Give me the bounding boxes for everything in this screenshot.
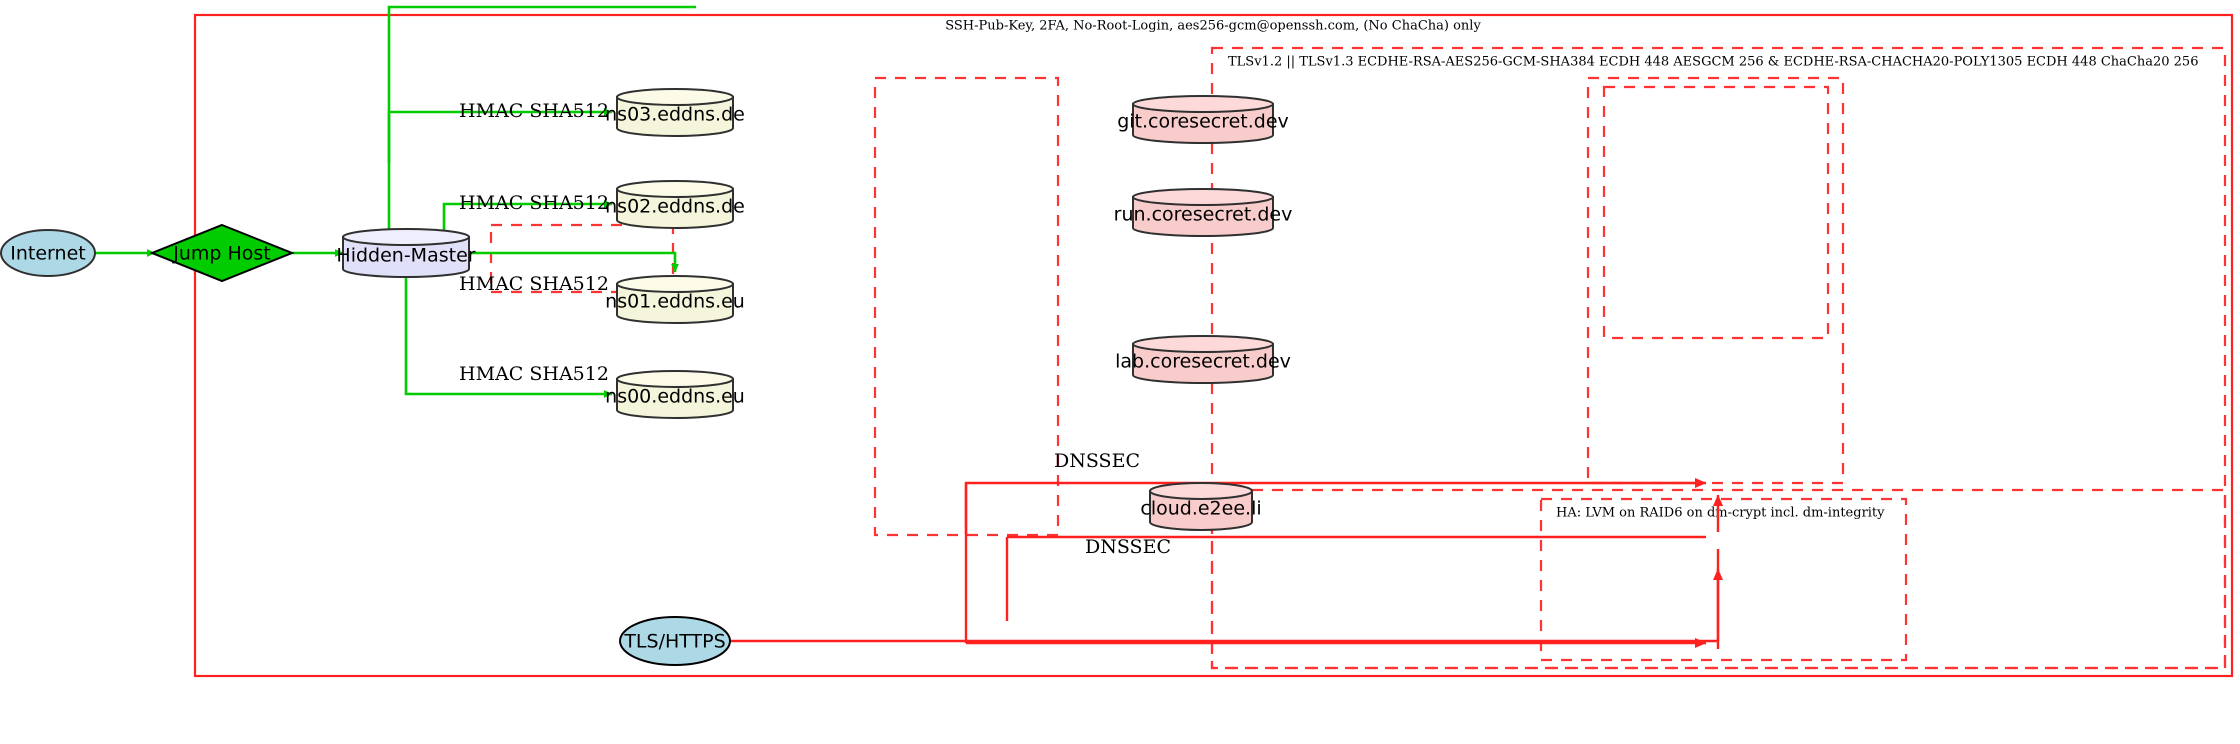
cluster-ssh: SSH-Pub-Key, 2FA, No-Root-Login, aes256-…	[193, 13, 2234, 678]
red-routing-lines	[723, 483, 1723, 649]
node-ns03-label: ns03.eddns.de	[605, 104, 745, 126]
edge-label-hmac-ns01: HMAC SHA512	[459, 273, 609, 295]
node-ns02[interactable]: ns02.eddns.de	[605, 180, 745, 229]
node-ns00-label: ns00.eddns.eu	[605, 386, 745, 408]
cluster-ha-label: HA: LVM on RAID6 on dm-crypt incl. dm-in…	[1556, 506, 1885, 521]
node-run-label: run.coresecret.dev	[1114, 204, 1293, 226]
node-cloud-label: cloud.e2ee.li	[1140, 498, 1261, 520]
edge-label-hmac-ns03: HMAC SHA512	[459, 100, 609, 122]
node-internet[interactable]: Internet	[0, 229, 96, 277]
node-git-label: git.coresecret.dev	[1117, 111, 1289, 133]
edge-master-ns01: HMAC SHA512	[459, 251, 679, 295]
edge-dnssec-ha: DNSSEC	[1085, 536, 1171, 558]
node-ns02-label: ns02.eddns.de	[605, 196, 745, 218]
node-internet-label: Internet	[10, 243, 85, 265]
cluster-dns	[873, 76, 1060, 537]
node-hidden-master[interactable]: Hidden-Master	[336, 228, 476, 278]
edge-master-ns02: HMAC SHA512	[442, 192, 613, 236]
cluster-coresecret	[1586, 76, 1845, 485]
node-lab-coresecret[interactable]: lab.coresecret.dev	[1115, 335, 1291, 384]
edge-label-dnssec-lower: DNSSEC	[1085, 536, 1171, 558]
node-hidden-master-label: Hidden-Master	[336, 245, 475, 267]
cluster-dnssec-outer	[1210, 488, 2227, 670]
edge-master-ns03: HMAC SHA512	[387, 5, 696, 236]
node-lab-label: lab.coresecret.dev	[1115, 351, 1291, 373]
node-ns01[interactable]: ns01.eddns.eu	[605, 275, 745, 324]
cluster-coresecret-inner	[1602, 85, 1830, 340]
edge-label-dnssec-upper: DNSSEC	[1054, 450, 1140, 472]
node-cloud-e2ee[interactable]: cloud.e2ee.li	[1140, 482, 1262, 531]
node-tls-https-label: TLS/HTTPS	[623, 631, 725, 653]
node-ns01-label: ns01.eddns.eu	[605, 291, 745, 313]
cluster-ssh-label: SSH-Pub-Key, 2FA, No-Root-Login, aes256-…	[945, 19, 1481, 34]
node-jump-host[interactable]: Jump Host	[149, 223, 295, 283]
edge-master-ns00: HMAC SHA512	[404, 271, 613, 398]
cluster-tls-label: TLSv1.2 || TLSv1.3 ECDHE-RSA-AES256-GCM-…	[1228, 55, 2198, 70]
edge-label-hmac-ns00: HMAC SHA512	[459, 363, 609, 385]
edge-label-hmac-ns02: HMAC SHA512	[459, 192, 609, 214]
cluster-tls: TLSv1.2 || TLSv1.3 ECDHE-RSA-AES256-GCM-…	[1210, 46, 2227, 670]
node-run-coresecret[interactable]: run.coresecret.dev	[1114, 188, 1293, 237]
cluster-ha: HA: LVM on RAID6 on dm-crypt incl. dm-in…	[1539, 497, 1908, 662]
node-git-coresecret[interactable]: git.coresecret.dev	[1117, 95, 1289, 144]
node-ns00[interactable]: ns00.eddns.eu	[605, 370, 745, 419]
node-jump-host-label: Jump Host	[172, 243, 271, 265]
node-tls-https[interactable]: TLS/HTTPS	[619, 616, 731, 666]
node-ns03[interactable]: ns03.eddns.de	[605, 88, 745, 137]
cluster-master	[489, 223, 675, 294]
